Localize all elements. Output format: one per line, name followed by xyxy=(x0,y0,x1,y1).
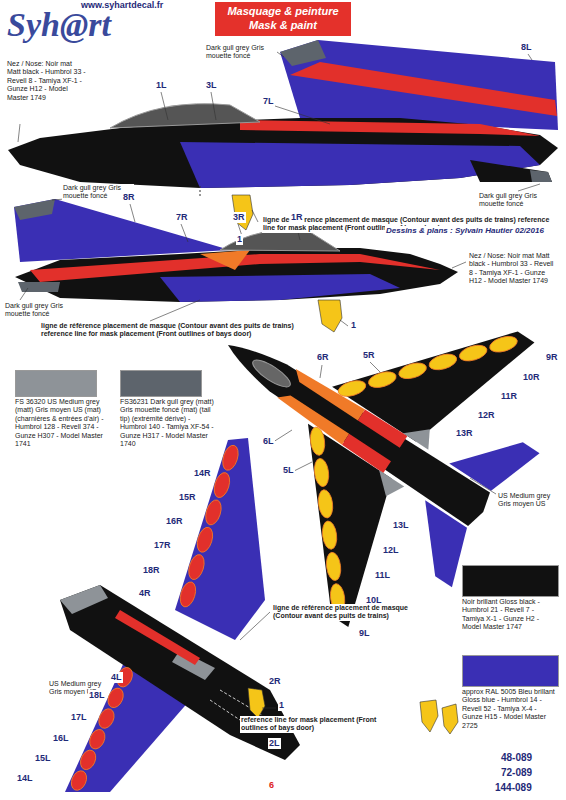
leader-line xyxy=(20,288,28,300)
callout-number: 12L xyxy=(382,545,400,556)
product-code: 72-089 xyxy=(500,767,533,779)
callout-number: 6R xyxy=(316,352,330,363)
callout-number: 8L xyxy=(520,42,533,53)
paint-note: US Medium grey Gris moyen US xyxy=(497,492,564,509)
leader-line xyxy=(262,708,276,709)
callout-number: 1L xyxy=(155,80,168,91)
callout-number: 8R xyxy=(122,192,136,203)
callout-number: 14R xyxy=(193,468,212,479)
callout-number: 15L xyxy=(34,753,52,764)
paint-reference: FS 36320 US Medium grey (matt) Gris moye… xyxy=(15,398,115,448)
callout-number: 1R xyxy=(290,212,304,223)
callout-number: 1 xyxy=(350,320,357,331)
callout-number: 2R xyxy=(268,676,282,687)
leader-line xyxy=(130,204,135,222)
callout-number: 4L xyxy=(110,672,123,683)
callout-number: 7R xyxy=(175,212,189,223)
callout-number: 17L xyxy=(70,712,88,723)
leader-line xyxy=(370,362,380,372)
leader-line xyxy=(528,54,532,60)
callout-number: 7L xyxy=(262,96,275,107)
callout-number: 17R xyxy=(153,540,172,551)
leader-line xyxy=(211,92,216,120)
leader-line xyxy=(470,478,496,494)
paint-reference: Noir brillant Gloss black - Humbrol 21 -… xyxy=(462,598,557,632)
callout-number: 3R xyxy=(232,212,246,223)
paint-note: Nez / Nose: Noir mat Matt black - Humbro… xyxy=(468,252,560,286)
side-view-left xyxy=(8,40,558,230)
page-number: 6 xyxy=(268,780,275,791)
callout-number: 9R xyxy=(545,352,559,363)
callout-number: 3L xyxy=(205,80,218,91)
callout-number: 18L xyxy=(88,690,106,701)
leader-line xyxy=(292,462,312,472)
product-code: 144-089 xyxy=(494,782,533,794)
title-banner: Masquage & peinture Mask & paint xyxy=(215,2,351,36)
paint-reference: approx RAL 5005 Bleu brillant Gloss blue… xyxy=(462,688,557,730)
leader-line xyxy=(277,52,284,57)
callout-number: 12R xyxy=(477,410,496,421)
callout-number: 15R xyxy=(178,492,197,503)
paint-note: Dark gull grey Gris mouette foncé xyxy=(478,192,555,209)
bottom-view xyxy=(60,438,300,792)
brand-logo: Syh@rt xyxy=(6,8,112,42)
callout-number: 18R xyxy=(142,565,161,576)
callout-number: 16R xyxy=(165,516,184,527)
callout-number: 16L xyxy=(52,733,70,744)
leader-line xyxy=(161,92,168,120)
callout-number: 11R xyxy=(500,391,518,402)
callout-number: 5R xyxy=(362,350,376,361)
callout-number: 10R xyxy=(522,372,541,383)
website: www.syhartdecal.fr xyxy=(80,0,164,11)
reference-note: ligne de référence placement de masque (… xyxy=(40,322,312,339)
credit-note: Dessins & plans : Sylvain Hautier 02/201… xyxy=(385,226,565,236)
flame-pattern xyxy=(331,267,524,465)
leader-line xyxy=(320,365,322,378)
callout-number: 5L xyxy=(282,465,295,476)
callout-number: 4R xyxy=(138,588,152,599)
leader-line xyxy=(275,106,330,124)
callout-number: 2L xyxy=(268,738,281,749)
paint-note: Dark gull grey Gris mouette foncé xyxy=(205,44,277,61)
leader-line xyxy=(150,300,200,321)
leader-line xyxy=(181,224,188,242)
leader-line xyxy=(518,184,540,191)
paint-reference: FS36231 Dark gull grey (matt) Gris mouet… xyxy=(120,398,215,448)
product-code: 48-089 xyxy=(500,752,533,764)
callout-number: 14L xyxy=(16,773,34,784)
leader-line xyxy=(340,320,348,326)
color-swatch xyxy=(462,565,559,597)
callout-number: 1 xyxy=(278,700,285,711)
paint-note: Nez / Nose: Noir mat Matt black - Humbro… xyxy=(6,60,88,102)
side-view-right xyxy=(14,199,458,302)
reference-note: reference line for mask placement (Front… xyxy=(240,716,392,733)
leader-line xyxy=(252,210,258,222)
leader-line xyxy=(18,124,20,142)
paint-note: Dark gull grey Gris mouette foncé xyxy=(4,302,76,319)
color-swatch xyxy=(120,370,202,397)
reference-note: ligne de référence placement de masque (… xyxy=(272,604,424,621)
flame-pattern xyxy=(177,443,241,608)
callout-number: 9L xyxy=(358,628,371,639)
callout-number: 13L xyxy=(392,520,410,531)
leader-line xyxy=(452,262,466,268)
color-swatch xyxy=(462,655,559,687)
callout-number: 11L xyxy=(374,570,391,581)
callout-number: 13R xyxy=(455,428,474,439)
color-swatch xyxy=(15,370,97,397)
callout-number: 1 xyxy=(236,234,243,245)
leader-line xyxy=(240,612,270,640)
callout-number: 6L xyxy=(262,436,275,447)
